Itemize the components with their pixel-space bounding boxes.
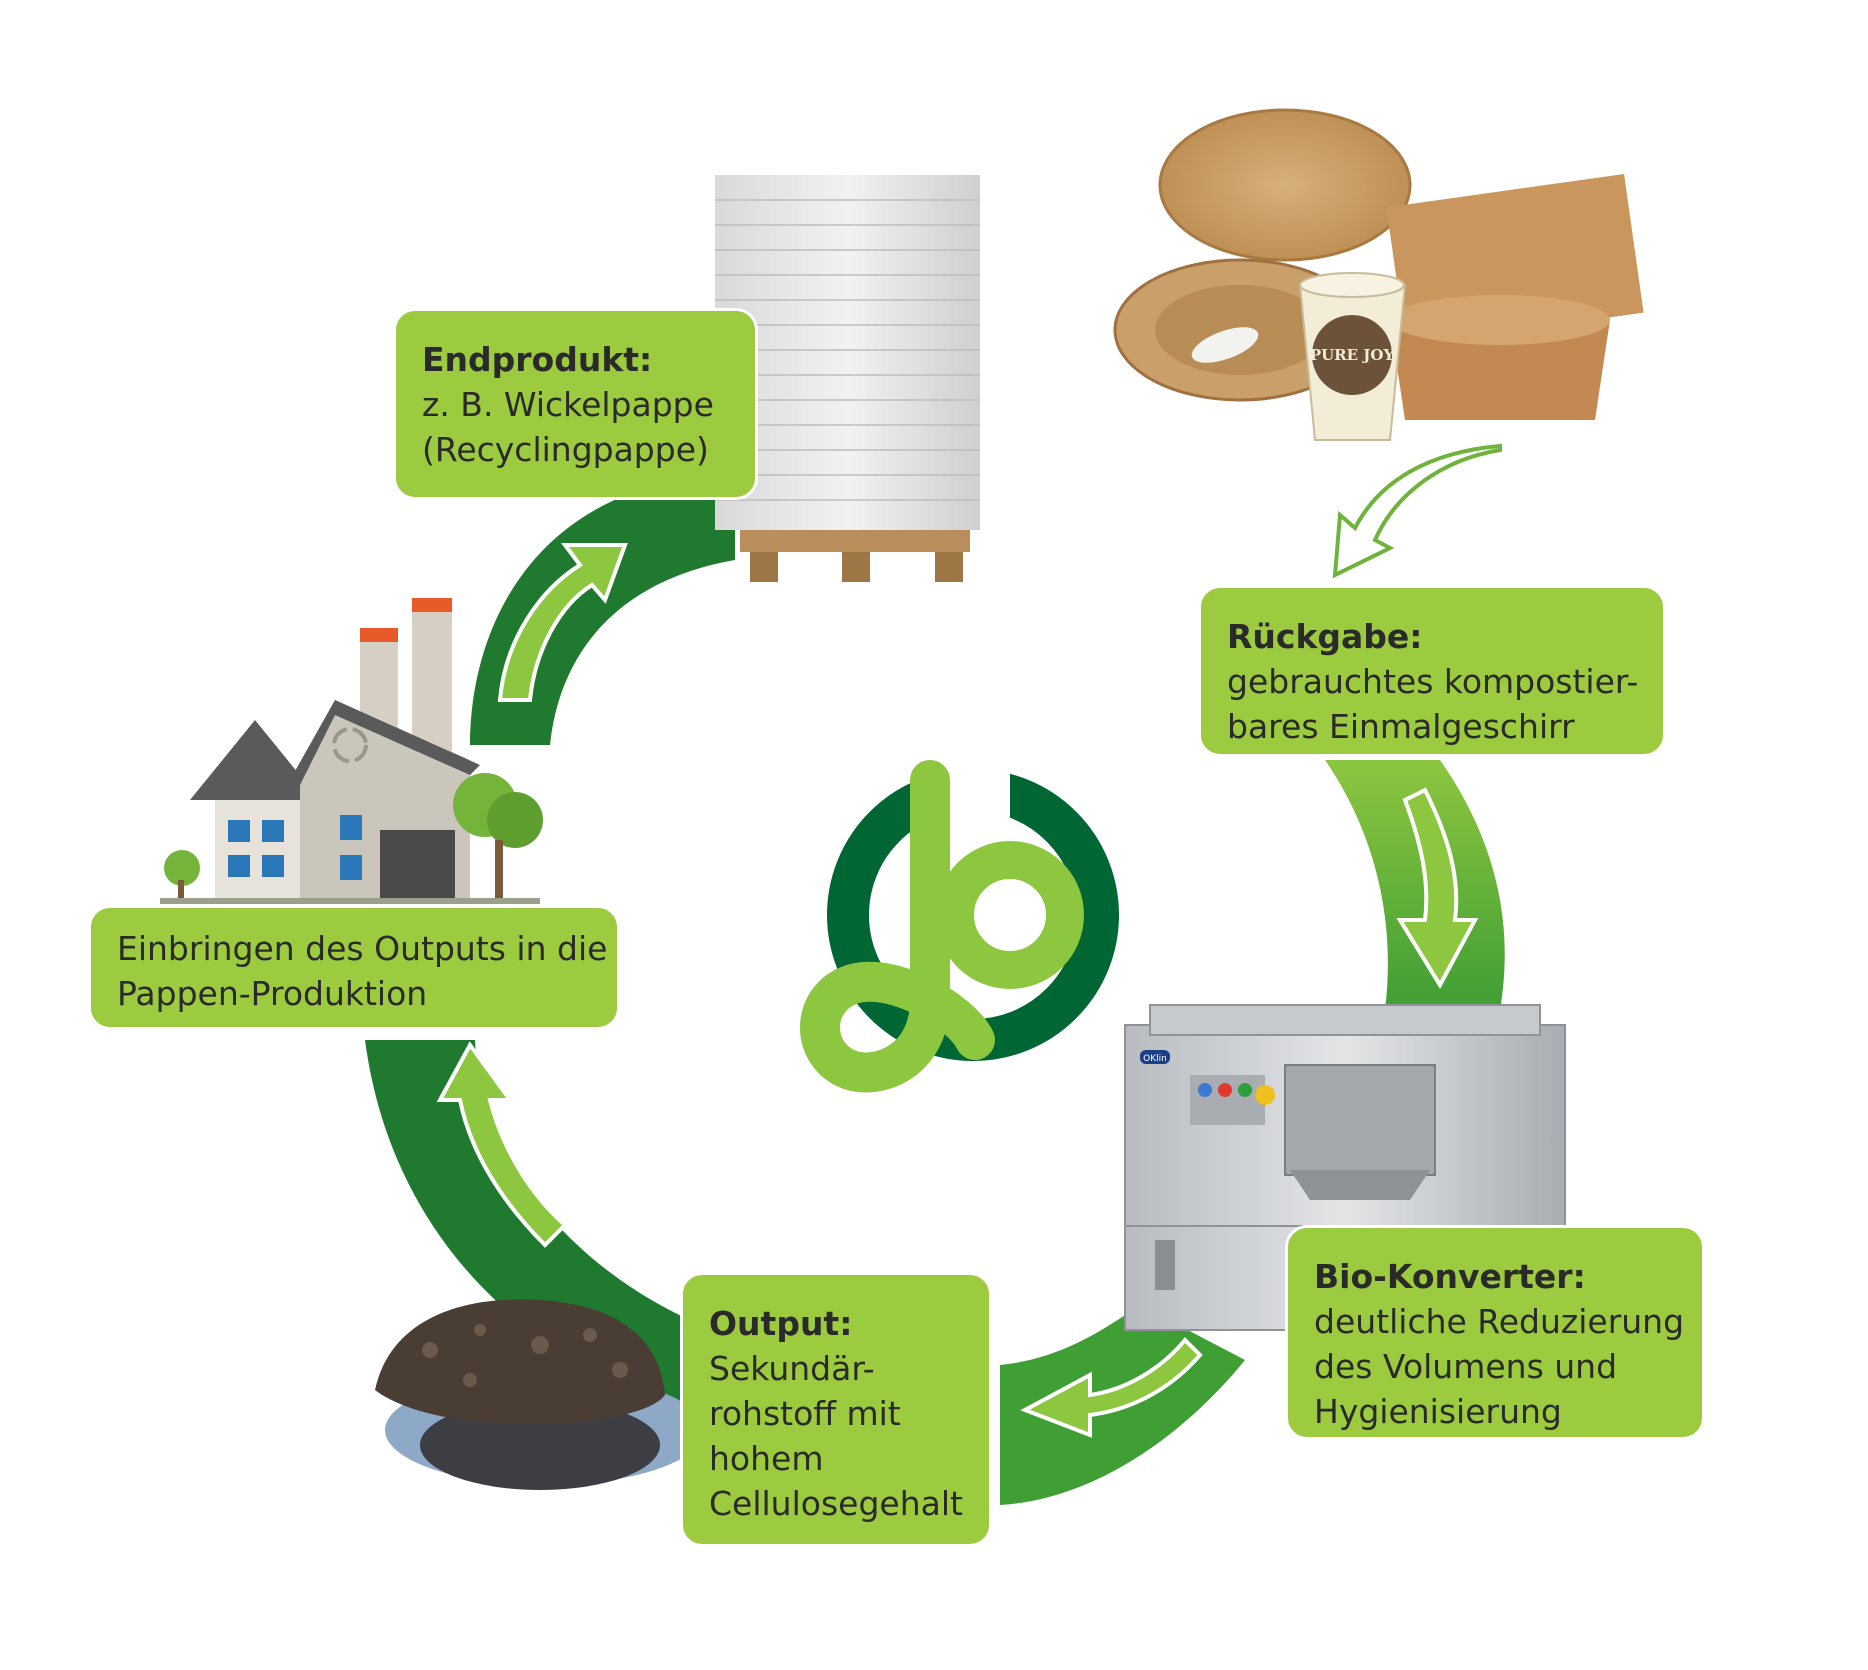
step-bio-konverter-line-1: deutliche Reduzierung [1314, 1302, 1685, 1341]
center-logo-icon [800, 760, 1119, 1093]
factory-image [160, 598, 543, 904]
step-output-line-2: rohstoff mit [709, 1394, 901, 1433]
step-rueckgabe-heading: Rückgabe: [1227, 617, 1423, 656]
step-einbringen-line-2: Pappen-Produktion [117, 974, 428, 1013]
upper-left-arrow-icon [497, 543, 628, 702]
recycle-icon [332, 727, 368, 763]
machine-badge-text: OKlin [1143, 1054, 1167, 1064]
step-output: Output: Sekundär- rohstoff mit hohem Cel… [680, 1272, 992, 1547]
step-bio-konverter: Bio-Konverter: deutliche Reduzierung des… [1285, 1225, 1705, 1440]
lower-left-up-arrow-icon [436, 1041, 568, 1248]
step-output-line-1: Sekundär- [709, 1349, 875, 1388]
step-bio-konverter-line-2: des Volumens und [1314, 1347, 1618, 1386]
bottom-left-arrow-icon [1020, 1337, 1203, 1438]
compostable-tableware-image: PURE JOY [1113, 108, 1644, 441]
step-endprodukt-heading: Endprodukt: [422, 340, 653, 379]
top-right-outline-arrow-icon [1332, 443, 1502, 579]
tree-icon [453, 773, 543, 900]
ring-segment-upper-left [470, 478, 735, 745]
step-output-line-4: Cellulosegehalt [709, 1484, 963, 1523]
step-rueckgabe-line-1: gebrauchtes kompostier- [1227, 662, 1639, 701]
step-einbringen-line-1: Einbringen des Outputs in die [117, 929, 608, 968]
step-bio-konverter-heading: Bio-Konverter: [1314, 1257, 1586, 1296]
step-endprodukt: Endprodukt: z. B. Wickelpappe (Recycling… [393, 308, 758, 500]
step-endprodukt-line-1: z. B. Wickelpappe [422, 385, 714, 424]
step-einbringen: Einbringen des Outputs in die Pappen-Pro… [88, 905, 620, 1030]
step-rueckgabe-line-2: bares Einmalgeschirr [1227, 707, 1575, 746]
cardboard-stack-image [715, 175, 980, 582]
step-bio-konverter-line-3: Hygienisierung [1314, 1392, 1562, 1431]
small-tree-icon [164, 850, 200, 902]
cup-brand-text: PURE JOY [1310, 346, 1395, 364]
right-down-arrow-icon [1396, 787, 1479, 990]
step-output-heading: Output: [709, 1304, 853, 1343]
step-output-line-3: hohem [709, 1439, 824, 1478]
step-endprodukt-line-2: (Recyclingpappe) [422, 430, 709, 469]
soil-in-hands-image [375, 1299, 705, 1490]
step-rueckgabe: Rückgabe: gebrauchtes kompostier- bares … [1198, 585, 1666, 757]
